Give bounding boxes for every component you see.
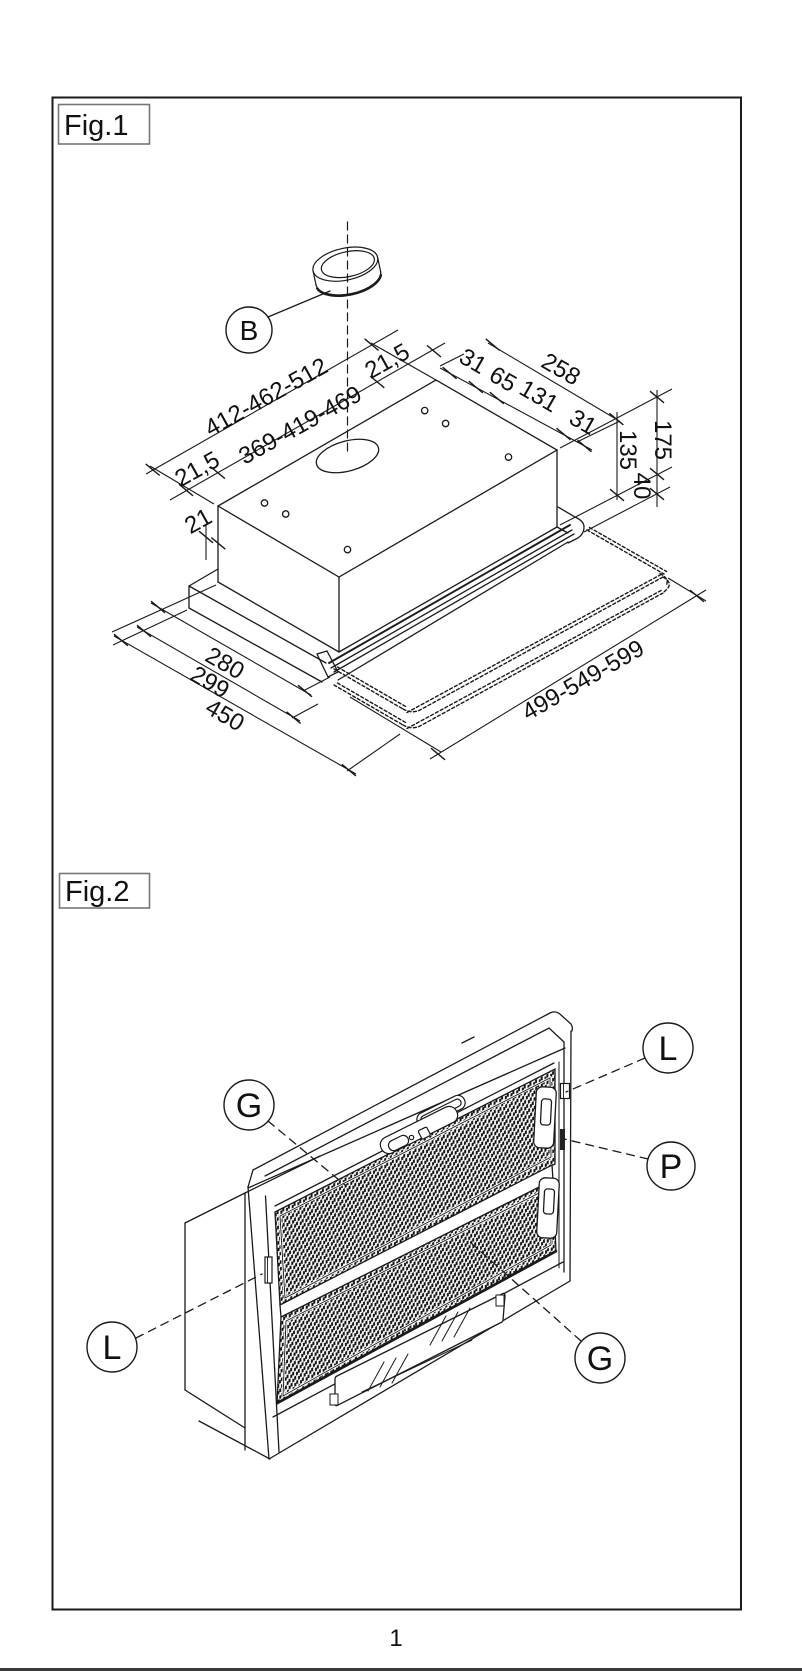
svg-text:Fig.2: Fig.2 <box>65 876 129 908</box>
svg-text:40: 40 <box>628 473 655 500</box>
svg-text:G: G <box>236 1087 262 1125</box>
svg-text:L: L <box>103 1329 122 1367</box>
svg-text:31: 31 <box>454 343 491 380</box>
svg-text:1: 1 <box>389 1625 402 1652</box>
svg-text:450: 450 <box>201 694 249 737</box>
svg-text:P: P <box>660 1148 683 1186</box>
svg-text:499-549-599: 499-549-599 <box>518 635 649 726</box>
svg-text:G: G <box>587 1340 613 1378</box>
svg-text:L: L <box>659 1030 678 1068</box>
svg-text:21: 21 <box>180 503 216 540</box>
svg-text:21,5: 21,5 <box>360 338 414 384</box>
svg-text:B: B <box>240 315 259 346</box>
svg-text:Fig.1: Fig.1 <box>64 110 128 142</box>
svg-text:135: 135 <box>614 430 641 470</box>
svg-text:21,5: 21,5 <box>170 446 224 492</box>
svg-text:175: 175 <box>649 420 676 460</box>
svg-text:31: 31 <box>564 404 601 441</box>
